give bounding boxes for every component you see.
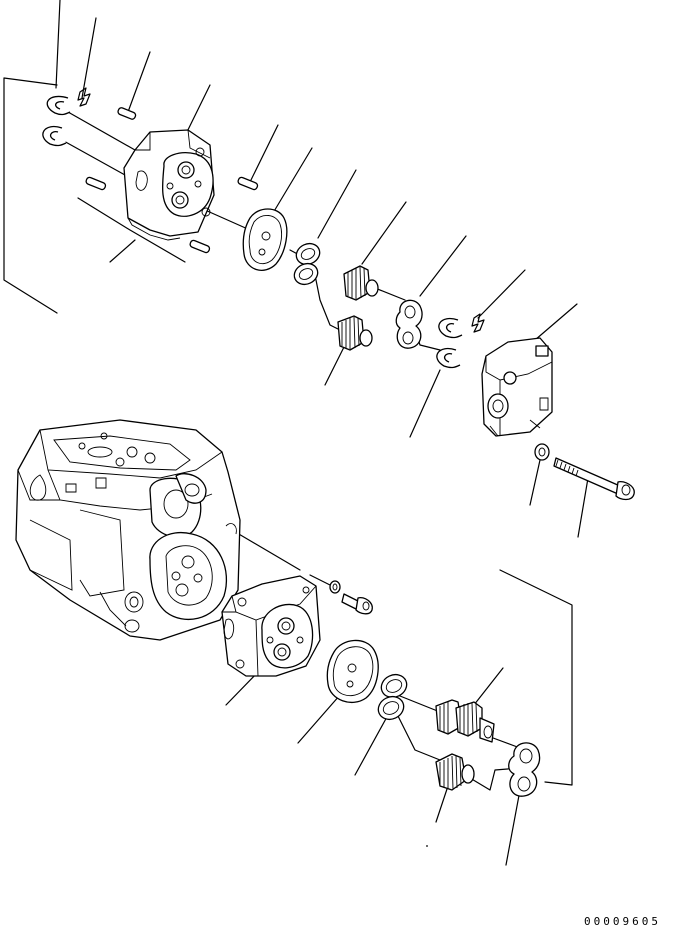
retainer-clip-rear [472, 314, 484, 332]
group-bracket-lower [500, 570, 572, 785]
rear-cover [482, 338, 552, 436]
driven-gear-lower [436, 754, 474, 790]
drive-gear-upper [344, 266, 378, 300]
group-bracket-upper [4, 78, 57, 313]
long-bolt [554, 458, 634, 500]
snap-ring-upper [43, 96, 70, 145]
main-pump-housing [16, 420, 240, 640]
bushing-plate-upper [396, 300, 422, 348]
dowel-pin-right [237, 176, 258, 190]
dowel-pins-lower-pair [78, 176, 210, 262]
seal-plate-lower [327, 640, 378, 702]
gear-case-upper [124, 130, 214, 240]
dowel-pin-top [117, 107, 136, 120]
backup-ring-pair-upper [291, 240, 323, 288]
reference-dot [426, 845, 428, 847]
leader-lines [56, 0, 588, 865]
gear-case-lower [222, 576, 320, 676]
washer [535, 444, 549, 460]
short-bolt [342, 594, 372, 614]
bushing-plate-lower [509, 743, 540, 796]
retainer-clip-upper [78, 88, 90, 106]
backup-ring-pair-lower [375, 671, 411, 724]
small-washer [330, 581, 340, 593]
seal-plate-upper [243, 209, 287, 270]
drive-gear-lower [436, 700, 494, 742]
drawing-number: 00009605 [584, 915, 661, 928]
snap-ring-rear [437, 319, 462, 368]
driven-gear-upper [338, 316, 372, 350]
